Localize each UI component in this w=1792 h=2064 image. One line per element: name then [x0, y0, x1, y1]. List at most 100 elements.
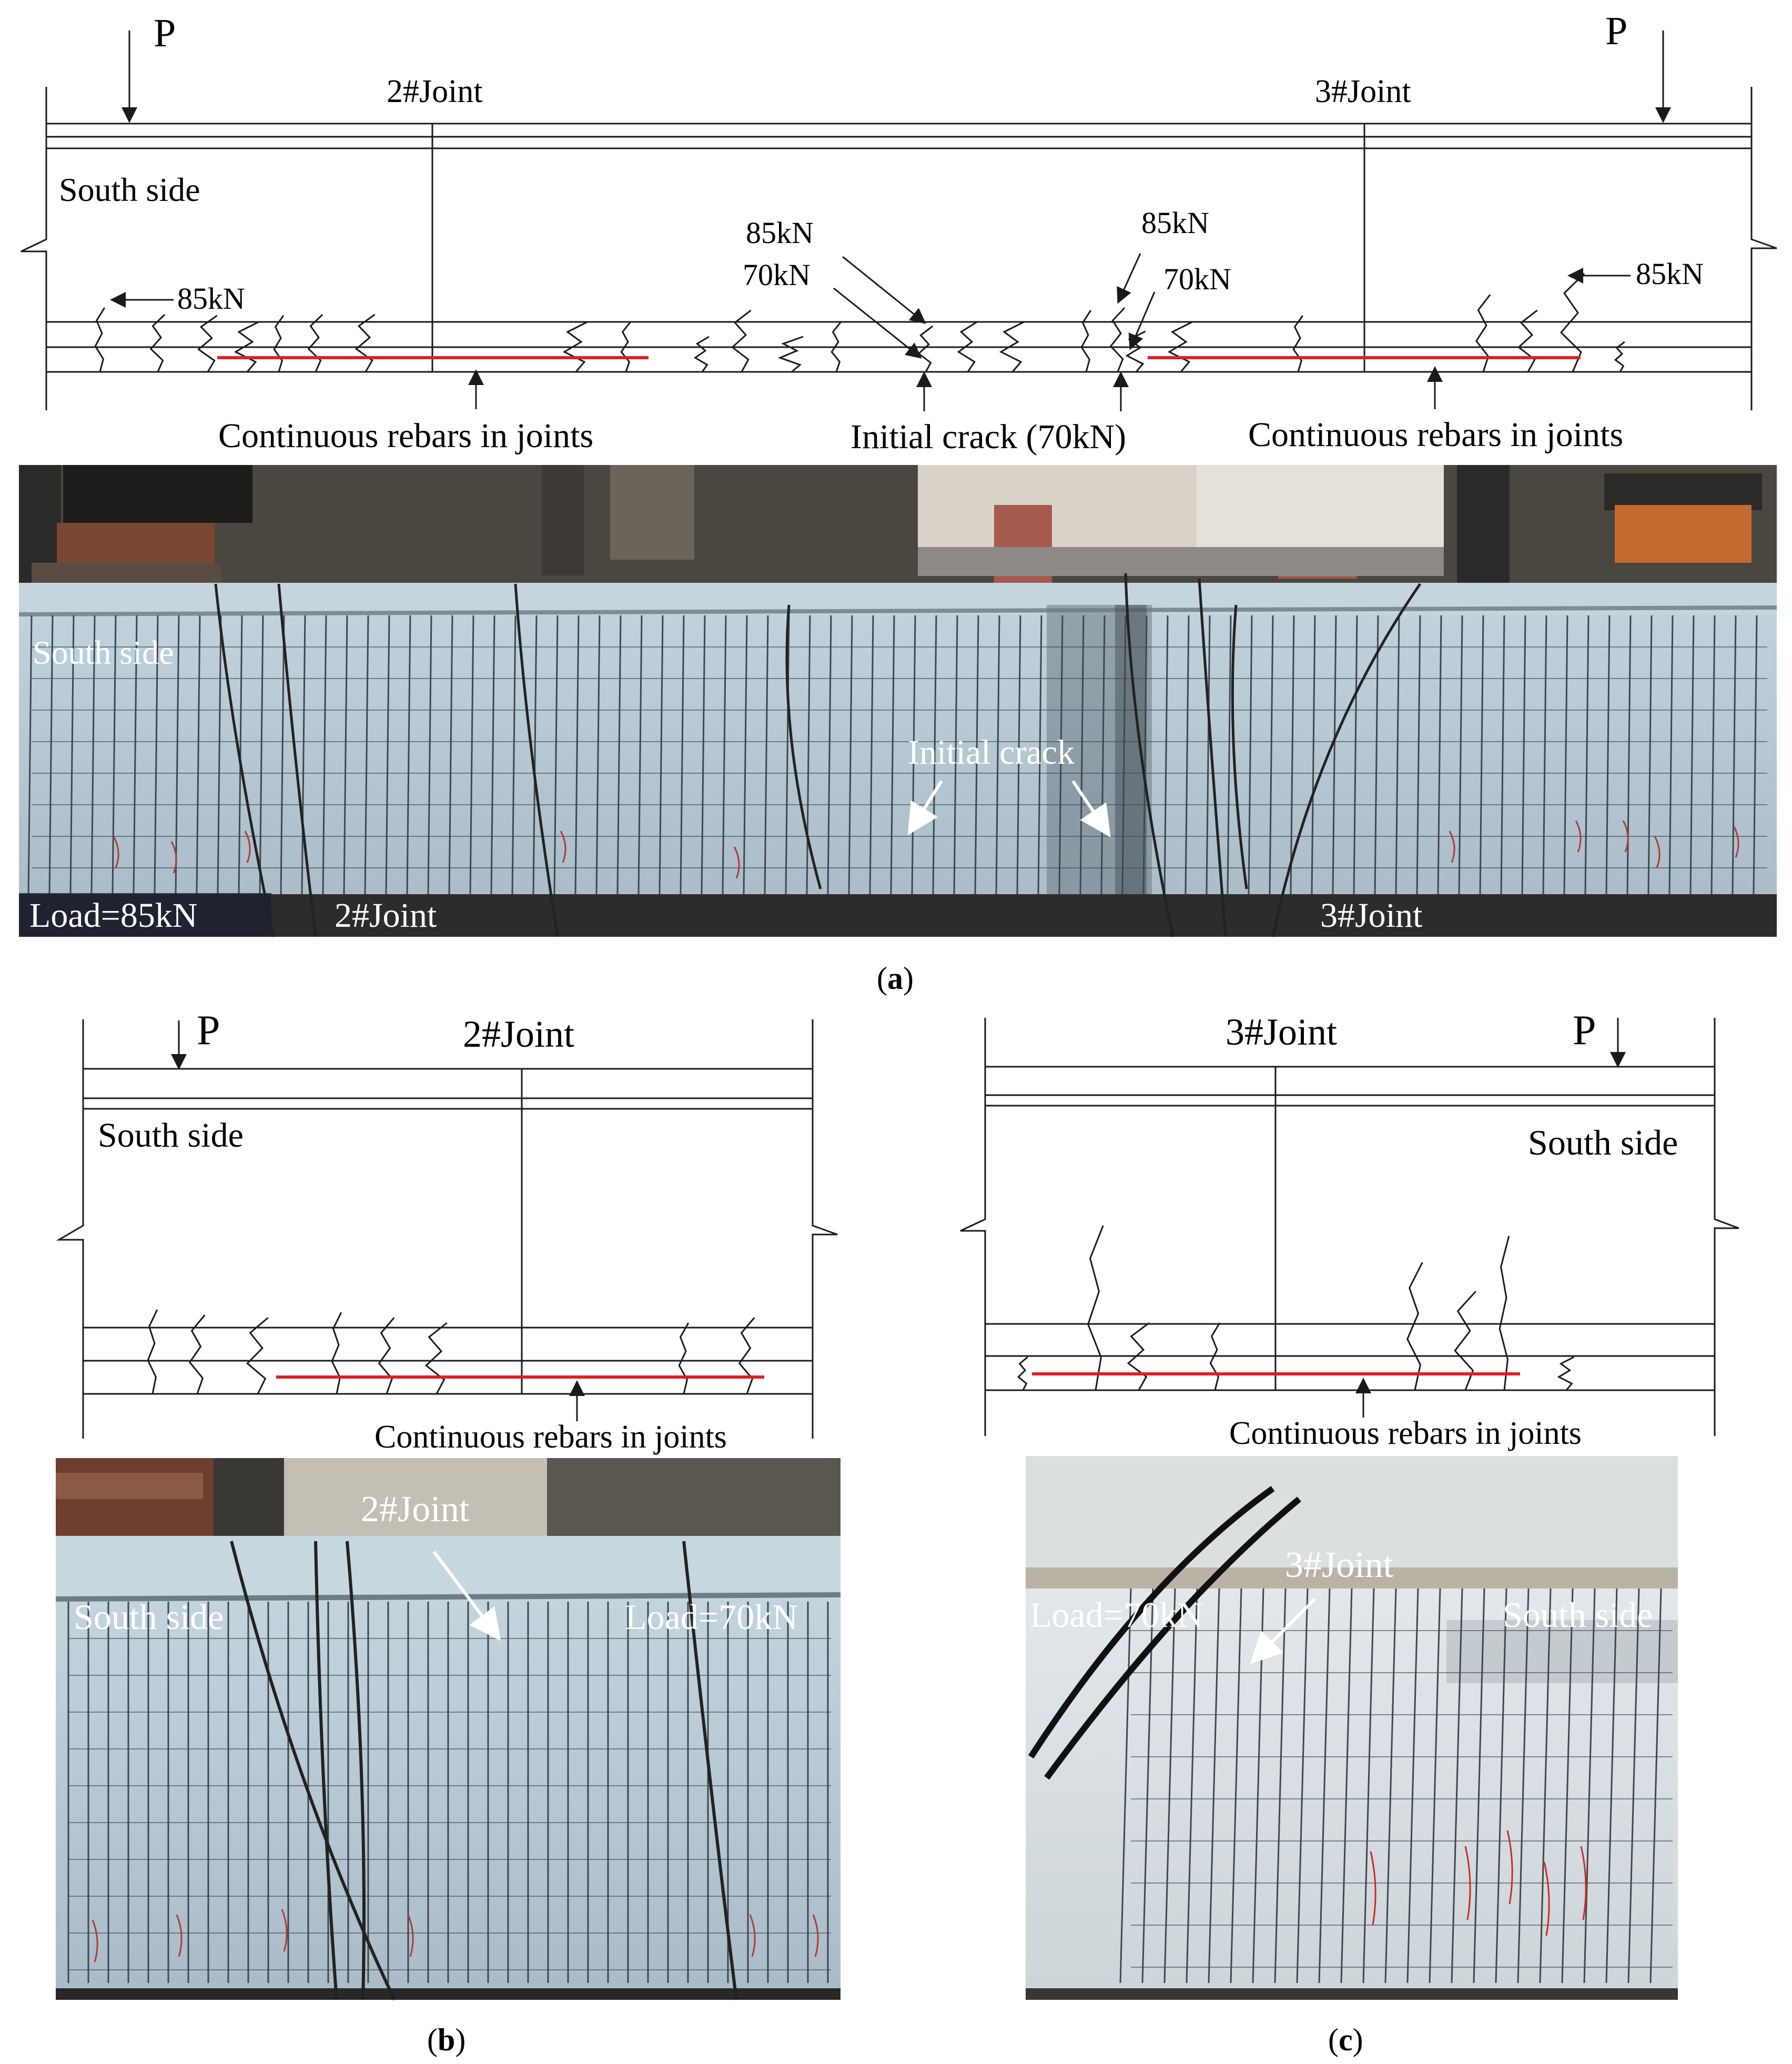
caption-c: (c) — [1328, 2022, 1363, 2057]
crack — [147, 1309, 158, 1394]
grid-line — [1058, 615, 1064, 895]
photo-load-label: Load=85kN — [29, 896, 198, 935]
crack — [1125, 330, 1146, 372]
crack — [197, 315, 218, 372]
beam-test-photo-full — [18, 465, 1777, 937]
grid-line — [1627, 1588, 1640, 1984]
grid-line — [427, 615, 432, 895]
beam-crack-diagram-joint-3 — [960, 1018, 1739, 1436]
wire — [1271, 583, 1422, 937]
grid-line — [1362, 1588, 1375, 1984]
photo-load-label: Load=70kN — [625, 1597, 798, 1637]
grid-line — [511, 615, 517, 895]
crack — [1109, 307, 1126, 372]
grid-line — [1079, 615, 1085, 895]
marked-crack — [560, 831, 566, 863]
south-side-label: South side — [98, 1116, 244, 1155]
marked-cracks — [113, 820, 1739, 879]
wire — [514, 583, 559, 937]
crack — [1517, 309, 1538, 372]
crack — [777, 336, 804, 373]
grid-line — [869, 615, 874, 895]
rebar-label-left: Continuous rebars in joints — [218, 417, 593, 455]
grid-line — [1384, 1588, 1397, 1984]
photo-joint-2-label: 2#Joint — [361, 1489, 470, 1530]
grid-line — [1437, 615, 1442, 895]
rebar-label: Continuous rebars in joints — [1229, 1415, 1582, 1451]
wire — [1198, 578, 1227, 937]
grid-line — [1605, 1588, 1618, 1984]
wire — [1044, 1496, 1301, 1780]
grid-line — [1230, 1588, 1242, 1984]
grid-line — [1626, 615, 1632, 895]
crack — [1127, 1322, 1150, 1391]
crack — [378, 1317, 395, 1394]
crack — [94, 307, 106, 372]
grid-line — [1141, 1588, 1154, 1984]
grid-line — [1451, 1588, 1463, 1984]
crack-lines — [147, 1309, 755, 1394]
marked-crack — [1654, 836, 1661, 868]
grid-line — [1142, 615, 1148, 895]
grid-line — [133, 615, 138, 895]
grid-line — [69, 615, 75, 895]
beam-grid-lines — [27, 615, 1767, 895]
marked-crack — [1464, 1846, 1471, 1920]
crack-lines — [1017, 1225, 1574, 1391]
grid-line — [196, 615, 201, 895]
crack — [917, 325, 934, 372]
wire — [214, 583, 275, 937]
caption-a: (a) — [877, 961, 914, 996]
photo-joint-3-label: 3#Joint — [1320, 896, 1422, 935]
wire — [682, 1541, 738, 2000]
wire — [230, 1541, 396, 2001]
rebar-label: Continuous rebars in joints — [374, 1419, 727, 1455]
grid-line — [785, 615, 790, 895]
grid-line — [1406, 1588, 1419, 1984]
grid-line — [995, 615, 1000, 895]
crack — [1406, 1262, 1423, 1391]
grid-line — [595, 615, 601, 895]
grid-line — [1227, 615, 1232, 895]
load-label-85-mid2: 85kN — [1141, 206, 1209, 240]
joint-3-label: 3#Joint — [1226, 1011, 1337, 1053]
grid-line — [343, 615, 348, 895]
grid-line — [154, 615, 159, 895]
marked-crack — [170, 841, 177, 874]
grid-line — [1184, 615, 1190, 895]
beam-crack-diagram-full — [21, 31, 1777, 411]
grid-line — [764, 615, 769, 895]
grid-line — [1395, 615, 1400, 895]
grid-line — [1542, 615, 1547, 895]
load-label-70-mid: 70kN — [743, 258, 811, 292]
wire — [1028, 1486, 1275, 1759]
marked-crack — [1622, 820, 1629, 853]
grid-line — [743, 615, 748, 895]
grid-line — [1458, 615, 1463, 895]
grid-line — [27, 615, 33, 895]
marked-crack — [749, 1914, 756, 1957]
crack — [1080, 310, 1092, 372]
grid-line — [48, 615, 54, 895]
crack — [307, 313, 323, 372]
grid-line — [1274, 1588, 1287, 1984]
grid-line — [532, 615, 538, 895]
wire — [1124, 573, 1175, 937]
grid-line — [1119, 1588, 1132, 1984]
crack — [1475, 294, 1491, 372]
joint-2-label: 2#Joint — [387, 74, 483, 109]
photo-joint-3-label: 3#Joint — [1285, 1545, 1394, 1585]
grid-line — [385, 615, 390, 895]
grid-line — [1248, 615, 1253, 895]
marked-crack — [812, 1914, 819, 1957]
load-p-right: P — [1605, 9, 1627, 53]
grid-line — [1318, 1588, 1331, 1984]
crack — [957, 321, 978, 372]
photo-joint-2-label: 2#Joint — [335, 896, 437, 935]
grid-line — [1668, 615, 1674, 895]
crack — [149, 313, 166, 372]
grid-line — [1037, 615, 1042, 895]
grid-line — [322, 615, 327, 895]
instrumentation-wires — [214, 573, 1422, 937]
